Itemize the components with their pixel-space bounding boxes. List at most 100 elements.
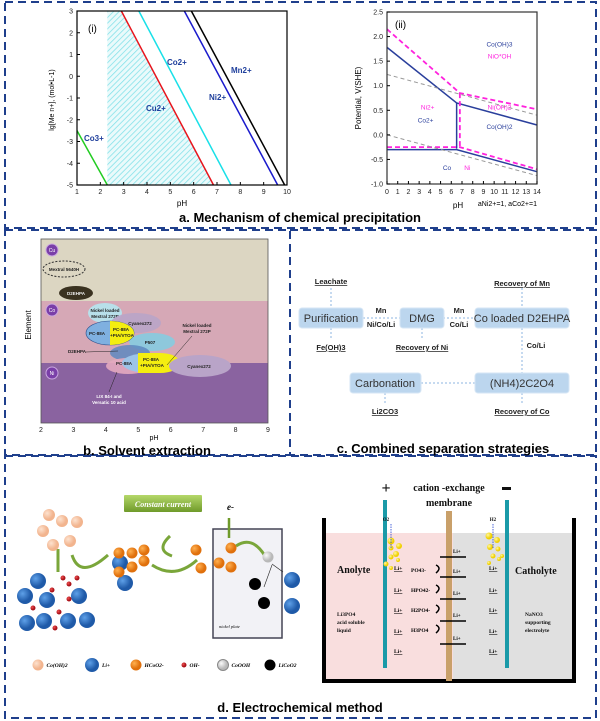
label-recovery-mn: Recovery of Mn — [494, 279, 550, 288]
repel-arrow — [435, 624, 440, 634]
element-cu: Cu — [49, 248, 56, 254]
step-dmg-label: DMG — [409, 313, 435, 325]
h2-bubble — [485, 532, 493, 540]
arrow — [271, 563, 284, 573]
element-ni: Ni — [50, 371, 55, 377]
extractant-pc88a-co: PC-88A — [89, 331, 106, 336]
y-tick-label: 0 — [69, 74, 73, 81]
phosphate-anion: H3PO4 — [411, 628, 429, 634]
li-ion-catholyte: Li+ — [489, 566, 497, 572]
nickel-plate-label: nickel plate — [219, 624, 240, 629]
repel-arrow — [435, 584, 440, 594]
anolyte-desc-3: liquid — [337, 628, 351, 634]
legend-swatch — [32, 659, 44, 671]
label-ni2: Ni2+ — [209, 93, 226, 102]
x-tick-label: 2 — [39, 427, 43, 434]
oh-particle — [60, 575, 66, 581]
li-ion-catholyte: Li+ — [489, 588, 497, 594]
li-ion-membrane: Li+ — [453, 570, 461, 575]
nickel-plate — [212, 528, 283, 639]
label-co2: Co2+ — [167, 58, 187, 67]
legend-label: Co(OH)2 — [47, 662, 68, 669]
extractant-pc88a-mix-b: +PIA/VTOA — [110, 333, 135, 338]
boundary-line — [386, 73, 538, 116]
x-tick-label: 7 — [201, 427, 205, 434]
x-tick-label: 5 — [168, 189, 172, 196]
li-ion-catholyte: Li+ — [489, 629, 497, 635]
region-label: Co2+ — [418, 118, 434, 125]
x-tick-label: 5 — [136, 427, 140, 434]
licoo2-particle — [258, 597, 270, 609]
x-tick-label: 4 — [145, 189, 149, 196]
region-label: Co(OH)2 — [486, 124, 512, 131]
y-tick-label: -1 — [67, 96, 73, 103]
step-purification-label: Purification — [304, 313, 358, 325]
x-tick-label: 2 — [98, 189, 102, 196]
li-ion-membrane: Li+ — [453, 614, 461, 619]
li-ion-particle — [30, 573, 46, 589]
x-tick-label: 13 — [522, 189, 530, 196]
panel-d-border — [4, 455, 597, 719]
series-lines — [76, 10, 286, 186]
li-ion-particle — [36, 613, 52, 629]
plot-frame — [386, 11, 538, 185]
li-ion-particle — [71, 588, 87, 604]
o2-bubble — [387, 537, 395, 545]
oh-particle — [66, 596, 72, 602]
x-tick-label: 8 — [471, 189, 475, 196]
panel-a-title: a. Mechanism of chemical precipitation — [179, 210, 421, 225]
x-tick-label: 7 — [215, 189, 219, 196]
oh-particle — [56, 609, 62, 615]
li-ion-particle — [79, 612, 95, 628]
x-tick-label: 6 — [192, 189, 196, 196]
label-cu2: Cu2+ — [146, 104, 166, 113]
boundary-line — [387, 146, 538, 171]
li-ion-anolyte: Li+ — [394, 566, 402, 572]
x-tick-label: 4 — [104, 427, 108, 434]
li-ion-membrane: Li+ — [453, 637, 461, 642]
panel-label-ii: (ii) — [395, 20, 406, 31]
oh-particle — [74, 575, 80, 581]
x-tick-label: 2 — [406, 189, 410, 196]
anolyte-desc-1: Li3PO4 — [337, 612, 356, 618]
constant-current-box — [124, 495, 202, 512]
extractant-ni-loaded-1a: Nickel loaded — [90, 308, 119, 313]
x-tick-label: 1 — [75, 189, 79, 196]
li-ion-catholyte: Li+ — [489, 649, 497, 655]
oh-particle — [52, 625, 58, 631]
panel-a-border — [4, 1, 597, 229]
panel-borders — [4, 1, 597, 719]
solvent-extraction-chart: Cu Co Ni Mextral 5640H D2EHPA Nickel loa… — [24, 238, 270, 442]
region-label: Ni(OH)2 — [488, 104, 512, 111]
hcoo2-particle — [225, 561, 237, 573]
co-oh2-particle — [64, 535, 76, 547]
electron-label: e- — [227, 502, 234, 512]
y-tick-label: 0.0 — [373, 132, 383, 139]
legend-label: HCoO2- — [144, 663, 164, 669]
oh-particle — [49, 587, 55, 593]
extractant-d2ehpa-cu: D2EHPA — [67, 291, 86, 296]
y-tick-label: 1.5 — [373, 59, 383, 66]
y-tick-label: -3 — [67, 139, 73, 146]
electrochemical-schematic: Constant current nickel plate e- Co(OH)2… — [17, 495, 300, 672]
catholyte-desc-1: NaNO3 — [525, 612, 543, 618]
y-axis-label: Element — [24, 310, 33, 340]
y-tick-label: -1.0 — [371, 182, 383, 189]
x-axis-label: pH — [150, 435, 159, 442]
li-ion-anolyte: Li+ — [394, 649, 402, 655]
series-lines — [386, 28, 538, 177]
x-axis-label: pH — [177, 199, 187, 208]
line-mn2 — [190, 10, 286, 186]
hcoo2-particle — [195, 562, 207, 574]
extractant-cyanex-co: Cyanex272 — [128, 321, 152, 326]
x-tick-label: 7 — [460, 189, 464, 196]
x-tick-label: 0 — [385, 189, 389, 196]
x-tick-label: 9 — [266, 427, 270, 434]
y-tick-label: -2 — [67, 117, 73, 124]
extractant-mextral: Mextral 5640H — [49, 267, 79, 272]
plot-frame — [40, 238, 269, 424]
boundary-line — [387, 148, 538, 173]
panel-c-border — [289, 229, 597, 456]
